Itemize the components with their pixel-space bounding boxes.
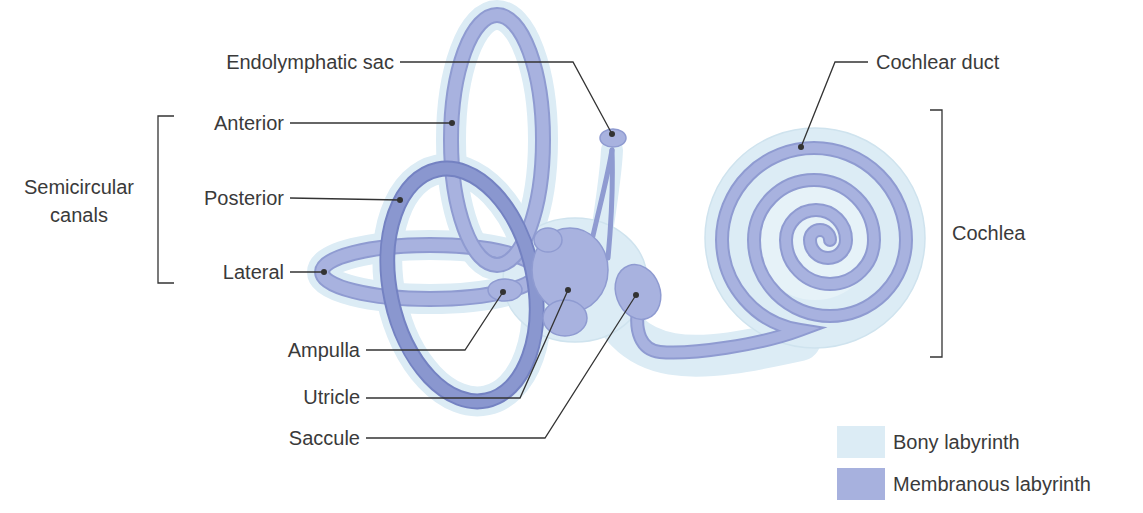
part-label: Utricle: [303, 383, 360, 411]
endolymphatic-duct-branch: [608, 150, 612, 258]
leader-dots: [321, 120, 804, 298]
bony-labyrinth: [322, 15, 925, 415]
endolymphatic-sac: [600, 129, 626, 147]
leader-line: [290, 122, 452, 123]
part-label: Cochlea: [952, 219, 1025, 247]
legend-swatch: [837, 468, 885, 500]
leader-line: [366, 295, 636, 438]
part-label: Posterior: [204, 184, 284, 212]
legend-swatch: [837, 426, 885, 458]
part-label: Anterior: [214, 109, 284, 137]
membranous-labyrinth: [322, 15, 906, 415]
ampulla-shape: [534, 228, 562, 252]
anterior-canal-edge: [451, 15, 543, 265]
leader-dot: [798, 144, 804, 150]
leader-dot: [609, 131, 615, 137]
lateral-canal: [322, 245, 538, 299]
bony-anterior-canal: [451, 15, 543, 265]
leader-dot: [321, 269, 327, 275]
leader-dot: [449, 120, 455, 126]
leader-line: [366, 290, 568, 398]
anterior-canal: [451, 15, 543, 265]
part-label: Ampulla: [288, 336, 360, 364]
legend-text: Bony labyrinth: [893, 431, 1020, 454]
bracket: [158, 116, 174, 283]
cochlear-duct: [637, 148, 906, 353]
leader-dot: [500, 289, 506, 295]
leader-lines: [158, 62, 942, 438]
legend-text: Membranous labyrinth: [893, 473, 1091, 496]
legend-row: Membranous labyrinth: [837, 468, 1091, 500]
ampulla-shape: [488, 279, 522, 301]
part-label: Lateral: [223, 258, 284, 286]
part-label: Saccule: [289, 424, 360, 452]
saccule-shape: [608, 258, 668, 326]
part-label: Semicircular canals: [4, 173, 154, 229]
cochlear-duct-edge: [637, 148, 906, 353]
utricle-shape: [532, 228, 608, 312]
posterior-canal: [367, 155, 557, 416]
leader-line: [290, 198, 400, 200]
lateral-canal-edge: [322, 245, 538, 299]
bracket: [930, 110, 942, 357]
part-label: Endolymphatic sac: [226, 48, 394, 76]
legend-row: Bony labyrinth: [837, 426, 1091, 458]
leader-dot: [633, 292, 639, 298]
legend: Bony labyrinthMembranous labyrinth: [837, 426, 1091, 510]
leader-line: [366, 292, 503, 350]
leader-line: [290, 271, 324, 272]
leader-dot: [565, 287, 571, 293]
part-label: Cochlear duct: [876, 48, 999, 76]
leader-dot: [397, 197, 403, 203]
leader-line: [801, 62, 868, 147]
posterior-canal-edge: [367, 155, 557, 416]
